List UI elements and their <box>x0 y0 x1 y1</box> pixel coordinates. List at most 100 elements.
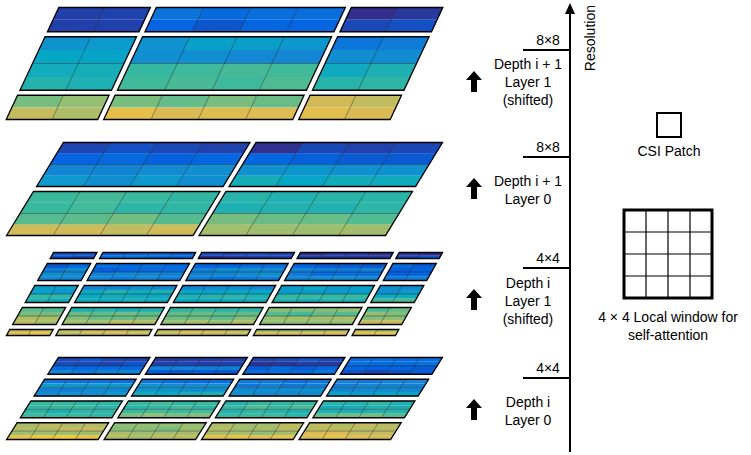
csi-heatmap-cell <box>115 268 141 272</box>
window-border <box>173 286 275 303</box>
window-border <box>7 192 220 236</box>
attention-window <box>6 423 109 440</box>
csi-heatmap-cell <box>330 423 356 427</box>
csi-heatmap-cell <box>311 312 337 316</box>
patch-grid-line <box>276 330 279 336</box>
csi-heatmap-cell <box>64 316 90 320</box>
csi-heatmap-cell <box>102 290 128 294</box>
patch-grid-line <box>343 252 346 258</box>
csi-heatmap-cell <box>319 358 345 362</box>
patch-grid-line <box>42 272 85 273</box>
csi-heatmap-cell <box>189 409 215 413</box>
attention-window <box>47 7 150 31</box>
attention-window <box>99 252 196 258</box>
window-border <box>62 308 164 325</box>
attention-window <box>326 379 429 396</box>
csi-heatmap-cell <box>239 20 292 32</box>
csi-heatmap-cell <box>108 383 134 387</box>
csi-heatmap-cell <box>191 268 217 272</box>
csi-heatmap-cell <box>93 20 145 32</box>
csi-heatmap-cell <box>120 192 174 203</box>
csi-heatmap-cell <box>130 50 184 64</box>
window-border <box>312 37 429 90</box>
csi-heatmap-cell <box>369 175 423 186</box>
csi-heatmap-cell <box>39 312 64 316</box>
window-border <box>7 423 109 440</box>
csi-heatmap-cell <box>82 388 108 392</box>
patch-grid-line <box>388 272 431 273</box>
csi-heatmap-cell <box>346 7 398 19</box>
csi-heatmap-cell <box>304 427 330 431</box>
csi-heatmap-cell <box>251 95 304 107</box>
csi-heatmap-cell <box>39 37 92 51</box>
csi-heatmap-cell <box>160 383 186 387</box>
window-border <box>117 37 331 90</box>
csi-heatmap-cell <box>237 379 263 383</box>
csi-heatmap-cell <box>201 290 227 294</box>
patch-grid-line <box>109 431 200 432</box>
patch-grid-line <box>320 252 323 258</box>
csi-heatmap-cell <box>296 143 350 154</box>
csi-heatmap-cell <box>32 286 57 290</box>
csi-heatmap-cell <box>267 308 293 312</box>
csi-heatmap-cell <box>136 165 190 176</box>
window-border <box>50 252 97 258</box>
window-border <box>6 95 109 119</box>
window-grid-line <box>624 253 712 254</box>
csi-heatmap-cell <box>207 427 233 431</box>
attention-window <box>215 401 318 418</box>
csi-heatmap-cell <box>23 409 49 413</box>
csi-heatmap-cell <box>389 366 415 370</box>
window-border <box>285 264 387 281</box>
patch-grid-line <box>151 95 162 119</box>
csi-heatmap-cell <box>55 431 81 435</box>
csi-heatmap-cell <box>268 366 294 370</box>
csi-heatmap-cell <box>111 379 137 383</box>
csi-heatmap-cell <box>193 264 219 268</box>
csi-heatmap-cell <box>302 286 328 290</box>
attention-window <box>199 192 413 236</box>
csi-heatmap-cell <box>56 358 82 362</box>
csi-heatmap-cell <box>348 358 374 362</box>
csi-heatmap-cell <box>294 362 320 366</box>
window-border <box>340 358 442 375</box>
csi-heatmap-cell <box>27 294 52 298</box>
csi-heatmap-cell <box>112 423 138 427</box>
csi-heatmap-cell <box>232 423 258 427</box>
csi-heatmap-cell <box>158 423 184 427</box>
attention-window <box>313 401 416 418</box>
csi-heatmap-cell <box>304 95 356 107</box>
csi-heatmap-cell <box>151 7 204 19</box>
patch-grid-line <box>12 431 103 432</box>
patch-grid-line <box>28 330 31 336</box>
patch-grid-line <box>323 330 326 336</box>
patch-grid-line <box>123 252 126 258</box>
patch-grid-line <box>277 294 370 295</box>
csi-heatmap-cell <box>99 362 125 366</box>
csi-heatmap-cell <box>292 401 318 405</box>
resolution-tick-label: 8×8 <box>536 31 560 49</box>
csi-heatmap-cell <box>395 294 420 298</box>
csi-heatmap-cell <box>171 64 225 78</box>
patch-grid-line <box>20 213 206 214</box>
window-border <box>100 252 196 258</box>
csi-heatmap-cell <box>252 214 306 225</box>
csi-heatmap-cell <box>234 272 260 276</box>
csi-heatmap-cell <box>124 64 178 78</box>
csi-heatmap-cell <box>20 308 45 312</box>
csi-heatmap-cell <box>223 401 249 405</box>
window-border <box>145 7 345 31</box>
csi-heatmap-cell <box>165 77 219 91</box>
csi-heatmap-cell <box>257 383 283 387</box>
csi-heatmap-cell <box>166 409 192 413</box>
attention-window <box>201 423 304 440</box>
csi-heatmap-cell <box>323 290 349 294</box>
patch-grid-line <box>289 272 382 273</box>
csi-heatmap-cell <box>296 358 322 362</box>
up-arrow <box>466 399 482 420</box>
csi-heatmap-cell <box>105 286 131 290</box>
attention-window <box>13 308 67 325</box>
csi-heatmap-cell <box>334 379 360 383</box>
csi-heatmap-cell <box>209 423 235 427</box>
csi-heatmap-cell <box>76 362 102 366</box>
